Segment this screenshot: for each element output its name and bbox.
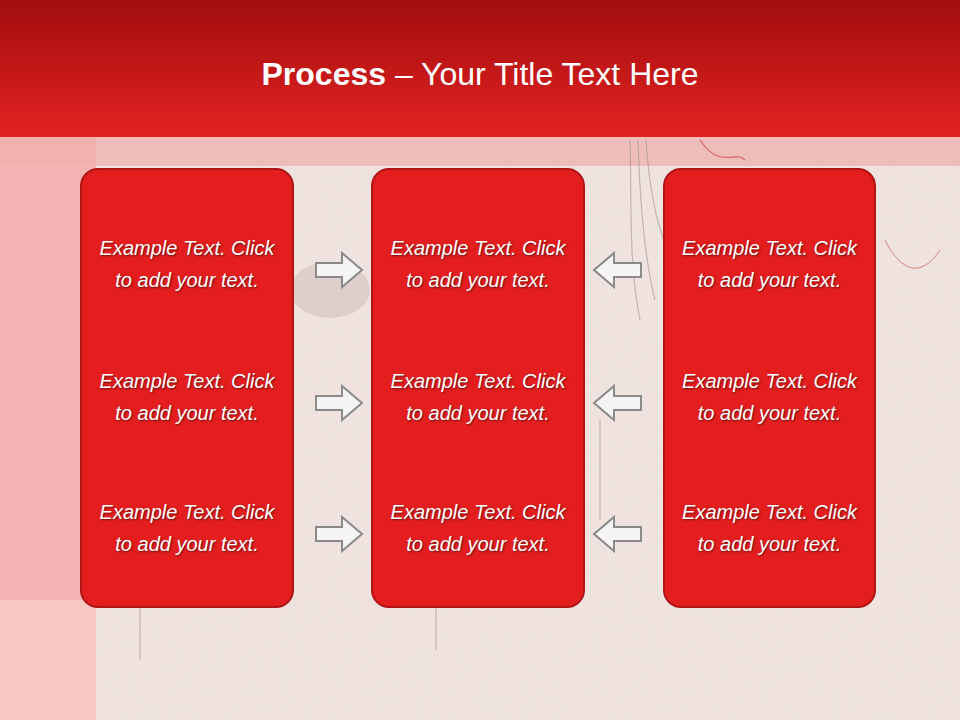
- title-keyword: Process: [261, 56, 386, 92]
- block-arrow: [594, 386, 641, 420]
- box-text: Example Text. Click to add your text.: [90, 365, 284, 429]
- box-text: Example Text. Click to add your text.: [673, 365, 866, 429]
- header-shadow-band: [0, 137, 960, 166]
- faint-red-wire: [700, 140, 745, 160]
- header: Process – Your Title Text Here: [0, 0, 960, 137]
- process-box: Example Text. Click to add your text. Exa…: [80, 168, 294, 608]
- process-box: Example Text. Click to add your text. Exa…: [371, 168, 585, 608]
- block-arrow: [316, 253, 362, 287]
- block-arrow: [316, 517, 362, 551]
- box-text: Example Text. Click to add your text.: [90, 496, 284, 560]
- block-arrow: [594, 517, 641, 551]
- box-text: Example Text. Click to add your text.: [90, 232, 284, 296]
- block-arrow: [316, 386, 362, 420]
- side-strip-light: [0, 600, 96, 720]
- process-box: Example Text. Click to add your text. Exa…: [663, 168, 876, 608]
- title-rest: – Your Title Text Here: [386, 56, 698, 92]
- box-text: Example Text. Click to add your text.: [381, 496, 575, 560]
- faint-red-wire: [885, 240, 940, 268]
- slide-title: Process – Your Title Text Here: [0, 0, 960, 93]
- block-arrow: [594, 253, 641, 287]
- box-text: Example Text. Click to add your text.: [673, 232, 866, 296]
- header-band: [0, 0, 960, 137]
- box-text: Example Text. Click to add your text.: [381, 365, 575, 429]
- box-text: Example Text. Click to add your text.: [381, 232, 575, 296]
- box-text: Example Text. Click to add your text.: [673, 496, 866, 560]
